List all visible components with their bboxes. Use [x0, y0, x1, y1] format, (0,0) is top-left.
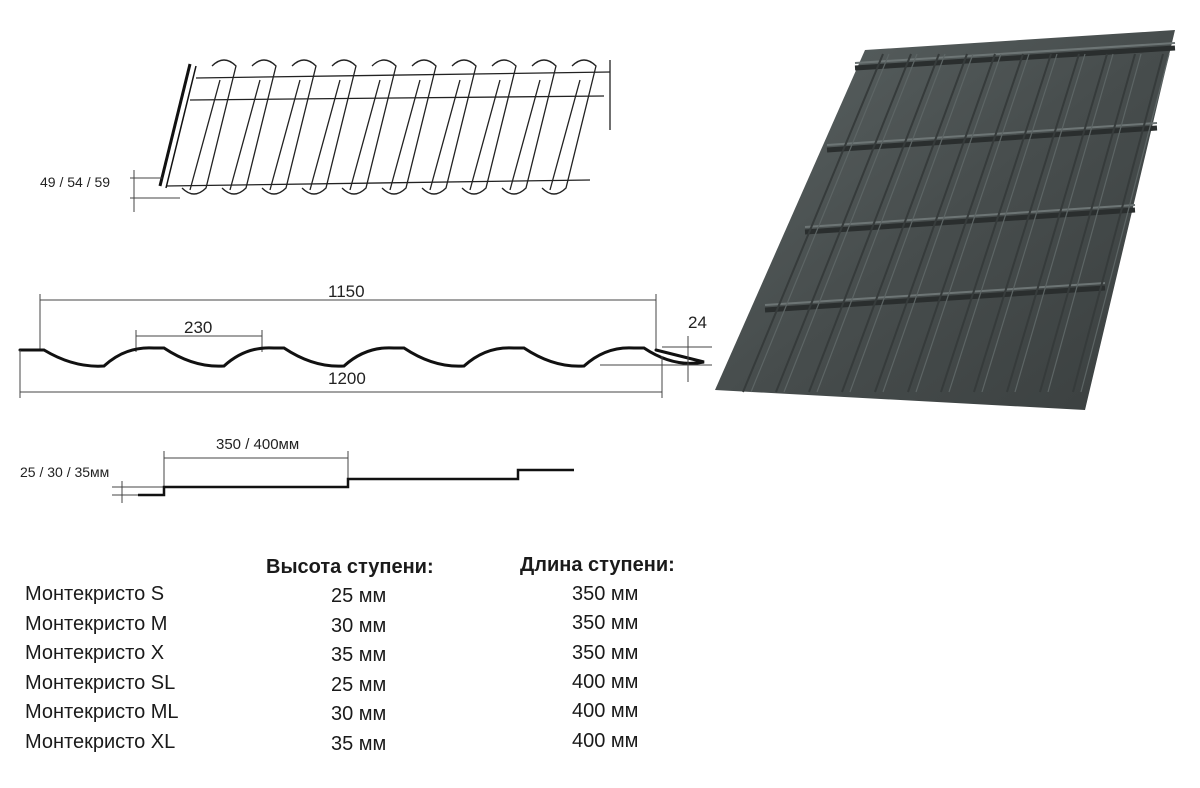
step-length-value: 350 мм	[572, 583, 639, 605]
model-name: Монтекристо X	[25, 642, 165, 664]
step-length-value: 400 мм	[572, 670, 639, 693]
model-name: Монтекристо S	[25, 583, 165, 605]
header-step-length: Длина ступени:	[520, 554, 675, 576]
step-height-value: 25 мм	[331, 585, 387, 607]
profile-wave-height: 24	[688, 313, 707, 332]
step-length-value: 400 мм	[572, 729, 639, 752]
step-length-value: 350 мм	[572, 641, 639, 664]
profile-sheet-width: 1200	[328, 369, 366, 388]
step-height-value: 30 мм	[331, 703, 387, 725]
step-height-label: 25 / 30 / 35мм	[20, 464, 109, 480]
model-name: Монтекристо ML	[25, 701, 179, 723]
roof-tile-image	[715, 30, 1176, 410]
step-length-value: 350 мм	[572, 612, 639, 635]
step-height-value: 35 мм	[331, 732, 387, 755]
isometric-sheet-drawing: 49 / 54 / 59	[40, 59, 611, 212]
model-name: Монтекристо M	[25, 612, 168, 635]
profile-width-total: 1150	[328, 282, 365, 301]
iso-height-label: 49 / 54 / 59	[40, 174, 110, 190]
model-name: Монтекристо XL	[25, 730, 176, 753]
header-step-height: Высота ступени:	[266, 556, 434, 578]
model-name: Монтекристо SL	[25, 671, 176, 694]
step-height-value: 25 мм	[331, 673, 387, 696]
profile-wave-pitch: 230	[184, 318, 212, 337]
profile-section-drawing: 1150 230 24 1200	[18, 282, 712, 398]
step-profile-drawing: 350 / 400мм 25 / 30 / 35мм	[20, 436, 574, 503]
step-height-value: 30 мм	[331, 614, 387, 637]
step-length-label: 350 / 400мм	[216, 436, 299, 453]
step-height-value: 35 мм	[331, 644, 387, 666]
step-length-value: 400 мм	[572, 700, 639, 723]
